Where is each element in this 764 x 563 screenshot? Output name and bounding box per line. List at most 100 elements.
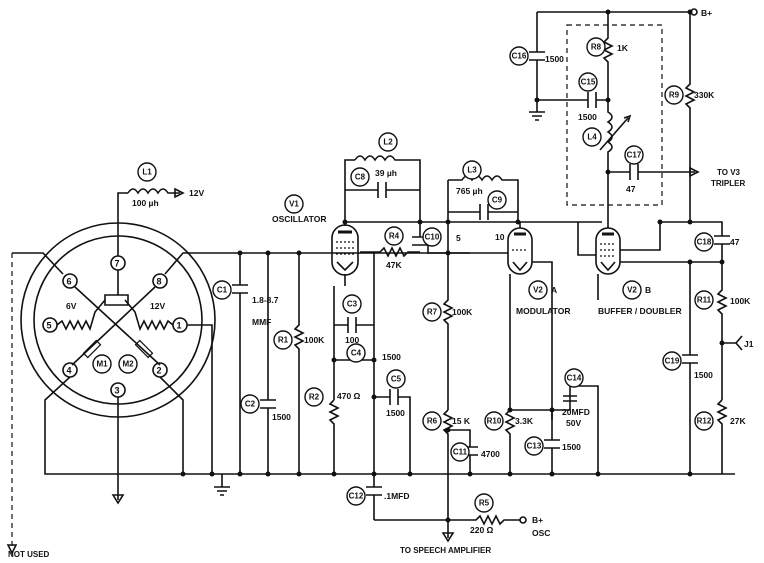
bplus-top-label: B+ (701, 8, 712, 18)
svg-text:L4: L4 (587, 133, 597, 142)
c17-badge: C17 (624, 145, 644, 165)
r4-badge: R4 (384, 226, 404, 246)
r4-value: 47K (386, 260, 402, 270)
svg-text:C11: C11 (453, 448, 468, 457)
svg-text:L1: L1 (142, 168, 152, 177)
c14-rating: 50V (566, 418, 581, 428)
svg-text:M2: M2 (122, 360, 134, 369)
c12-value: .1MFD (384, 491, 410, 501)
r11-badge: R11 (694, 290, 714, 310)
tube-v2a: V2 A MODULATOR (507, 227, 570, 316)
svg-text:R2: R2 (309, 393, 320, 402)
to-v3-label: TO V3 (717, 168, 741, 177)
r6-badge: R6 (422, 411, 442, 431)
r10-badge: R10 (484, 411, 504, 431)
svg-text:R11: R11 (697, 296, 712, 305)
c16-badge: C16 (509, 46, 529, 66)
r12-value: 27K (730, 416, 746, 426)
c10-badge: C10 (422, 227, 442, 247)
pin-4: 4 (67, 366, 72, 376)
junctions (180, 9, 725, 523)
svg-text:L2: L2 (383, 138, 393, 147)
osc-label: OSC (532, 528, 550, 538)
svg-text:C12: C12 (349, 492, 364, 501)
svg-text:R6: R6 (427, 417, 438, 426)
c13-value: 1500 (562, 442, 581, 452)
v2a-name: MODULATOR (516, 306, 570, 316)
tripler-label: TRIPLER (711, 179, 745, 188)
c1-value: 1.8-8.7 (252, 295, 279, 305)
svg-text:L3: L3 (467, 166, 477, 175)
c18-value: 47 (730, 237, 740, 247)
c19-value: 1500 (694, 370, 713, 380)
svg-text:C15: C15 (581, 78, 596, 87)
svg-text:C4: C4 (351, 349, 362, 358)
c8-badge: C8 (350, 167, 370, 187)
svg-text:C13: C13 (527, 442, 542, 451)
svg-text:R1: R1 (278, 336, 289, 345)
c11-badge: C11 (450, 442, 470, 462)
l1-supply-label: 12V (189, 188, 204, 198)
c17-value: 47 (626, 184, 636, 194)
m2-badge: M2 (118, 354, 138, 374)
m1-badge: M1 (92, 354, 112, 374)
tube-v1: V1 OSCILLATOR (272, 194, 359, 276)
svg-text:R8: R8 (591, 43, 602, 52)
r8-badge: R8 (586, 37, 606, 57)
to-speech-label: TO SPEECH AMPLIFIER (400, 546, 491, 555)
svg-text:V1: V1 (289, 200, 299, 209)
l3-badge: L3 (462, 160, 482, 180)
l3-value: 765 µh (456, 186, 483, 196)
svg-text:R5: R5 (479, 499, 490, 508)
pin-6: 6 (67, 277, 72, 287)
r1-badge: R1 (273, 330, 293, 350)
svg-text:C17: C17 (627, 151, 642, 160)
r6-value: 15 K (452, 416, 471, 426)
svg-text:C16: C16 (512, 52, 527, 61)
svg-text:C9: C9 (492, 196, 503, 205)
r7-value: 100K (452, 307, 473, 317)
svg-text:C3: C3 (347, 300, 358, 309)
r5-value: 220 Ω (470, 525, 494, 535)
c2-value: 1500 (272, 412, 291, 422)
l2-value: 39 µh (375, 168, 397, 178)
jack-label: J1 (744, 339, 754, 349)
r8-value: 1K (617, 43, 629, 53)
svg-text:C18: C18 (697, 238, 712, 247)
c14-badge: C14 (564, 368, 584, 388)
l2-badge: L2 (378, 132, 398, 152)
v2b-suffix: B (645, 285, 651, 295)
svg-text:M1: M1 (96, 360, 108, 369)
svg-text:C1: C1 (217, 286, 228, 295)
c18-badge: C18 (694, 232, 714, 252)
c4-value: 1500 (382, 352, 401, 362)
pin-7: 7 (115, 259, 120, 269)
svg-text:R7: R7 (427, 308, 438, 317)
c5-value: 1500 (386, 408, 405, 418)
not-used-label: NOT USED (8, 550, 50, 559)
v1-name: OSCILLATOR (272, 214, 326, 224)
svg-text:R9: R9 (669, 91, 680, 100)
svg-text:R10: R10 (487, 417, 502, 426)
svg-text:C10: C10 (425, 233, 440, 242)
c11-value: 4700 (481, 449, 500, 459)
pin-1: 1 (177, 321, 182, 331)
pin-3: 3 (115, 386, 120, 396)
svg-text:C5: C5 (391, 375, 402, 384)
r11-value: 100K (730, 296, 751, 306)
c15-badge: C15 (578, 72, 598, 92)
c1-unit: MMF (252, 317, 271, 327)
r9-value: 330K (694, 90, 715, 100)
r5-badge: R5 (474, 493, 494, 513)
c2-badge: C2 (240, 394, 260, 414)
heater-6v-label: 6V (66, 301, 77, 311)
l4-badge: L4 (582, 127, 602, 147)
pin-2: 2 (157, 366, 162, 376)
c10-value: 5 (456, 233, 461, 243)
r7-badge: R7 (422, 302, 442, 322)
c14-value: 20MFD (562, 407, 590, 417)
c12-badge: C12 (346, 486, 366, 506)
tube-v2b: V2 B BUFFER / DOUBLER (595, 227, 682, 316)
